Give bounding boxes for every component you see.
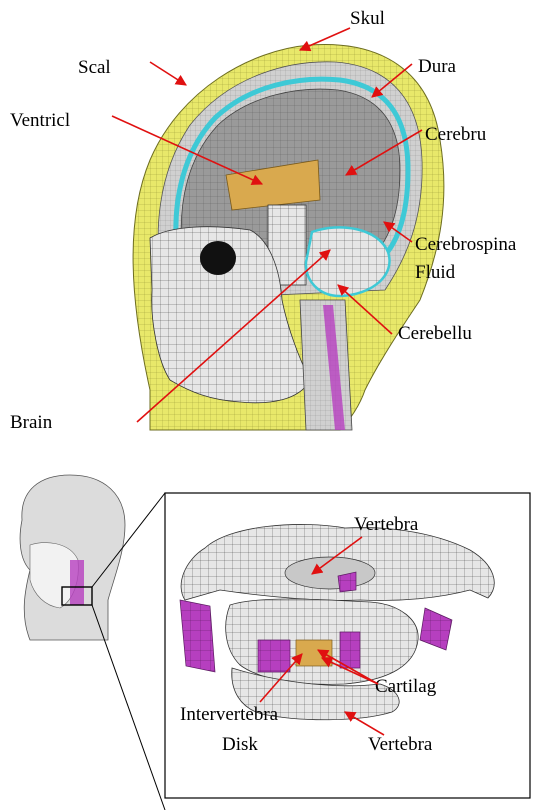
label-dura: Dura [418, 56, 457, 77]
intervertebral-disk [296, 640, 332, 666]
cartilage-left [180, 600, 215, 672]
label-skull: Skul [350, 8, 385, 29]
label-csf-line2: Fluid [415, 262, 456, 283]
label-scalp: Scal [78, 57, 111, 78]
label-ventricle: Ventricl [10, 110, 70, 131]
label-cerebellum: Cerebellu [398, 323, 472, 344]
label-brain: Brain [10, 412, 53, 433]
head-section-illustration [133, 44, 444, 430]
thumbnail-head [20, 475, 125, 640]
label-vertebra-bottom: Vertebra [368, 734, 433, 755]
vertebra-illustration [180, 524, 494, 719]
cartilage-right [420, 608, 452, 650]
cartilage-mid-left [258, 640, 290, 672]
label-disk-line2: Disk [222, 734, 258, 755]
label-disk-line1: Intervertebra [180, 704, 279, 725]
cartilage-mid-right [340, 632, 360, 668]
label-cartilage: Cartilag [375, 676, 437, 697]
label-cerebrum: Cerebru [425, 124, 487, 145]
label-csf-line1: Cerebrospina [415, 234, 517, 255]
arrow-scalp [150, 62, 186, 85]
label-vertebra-top: Vertebra [354, 514, 419, 535]
eye-socket [200, 241, 236, 275]
vertebra-foramen [285, 557, 375, 589]
